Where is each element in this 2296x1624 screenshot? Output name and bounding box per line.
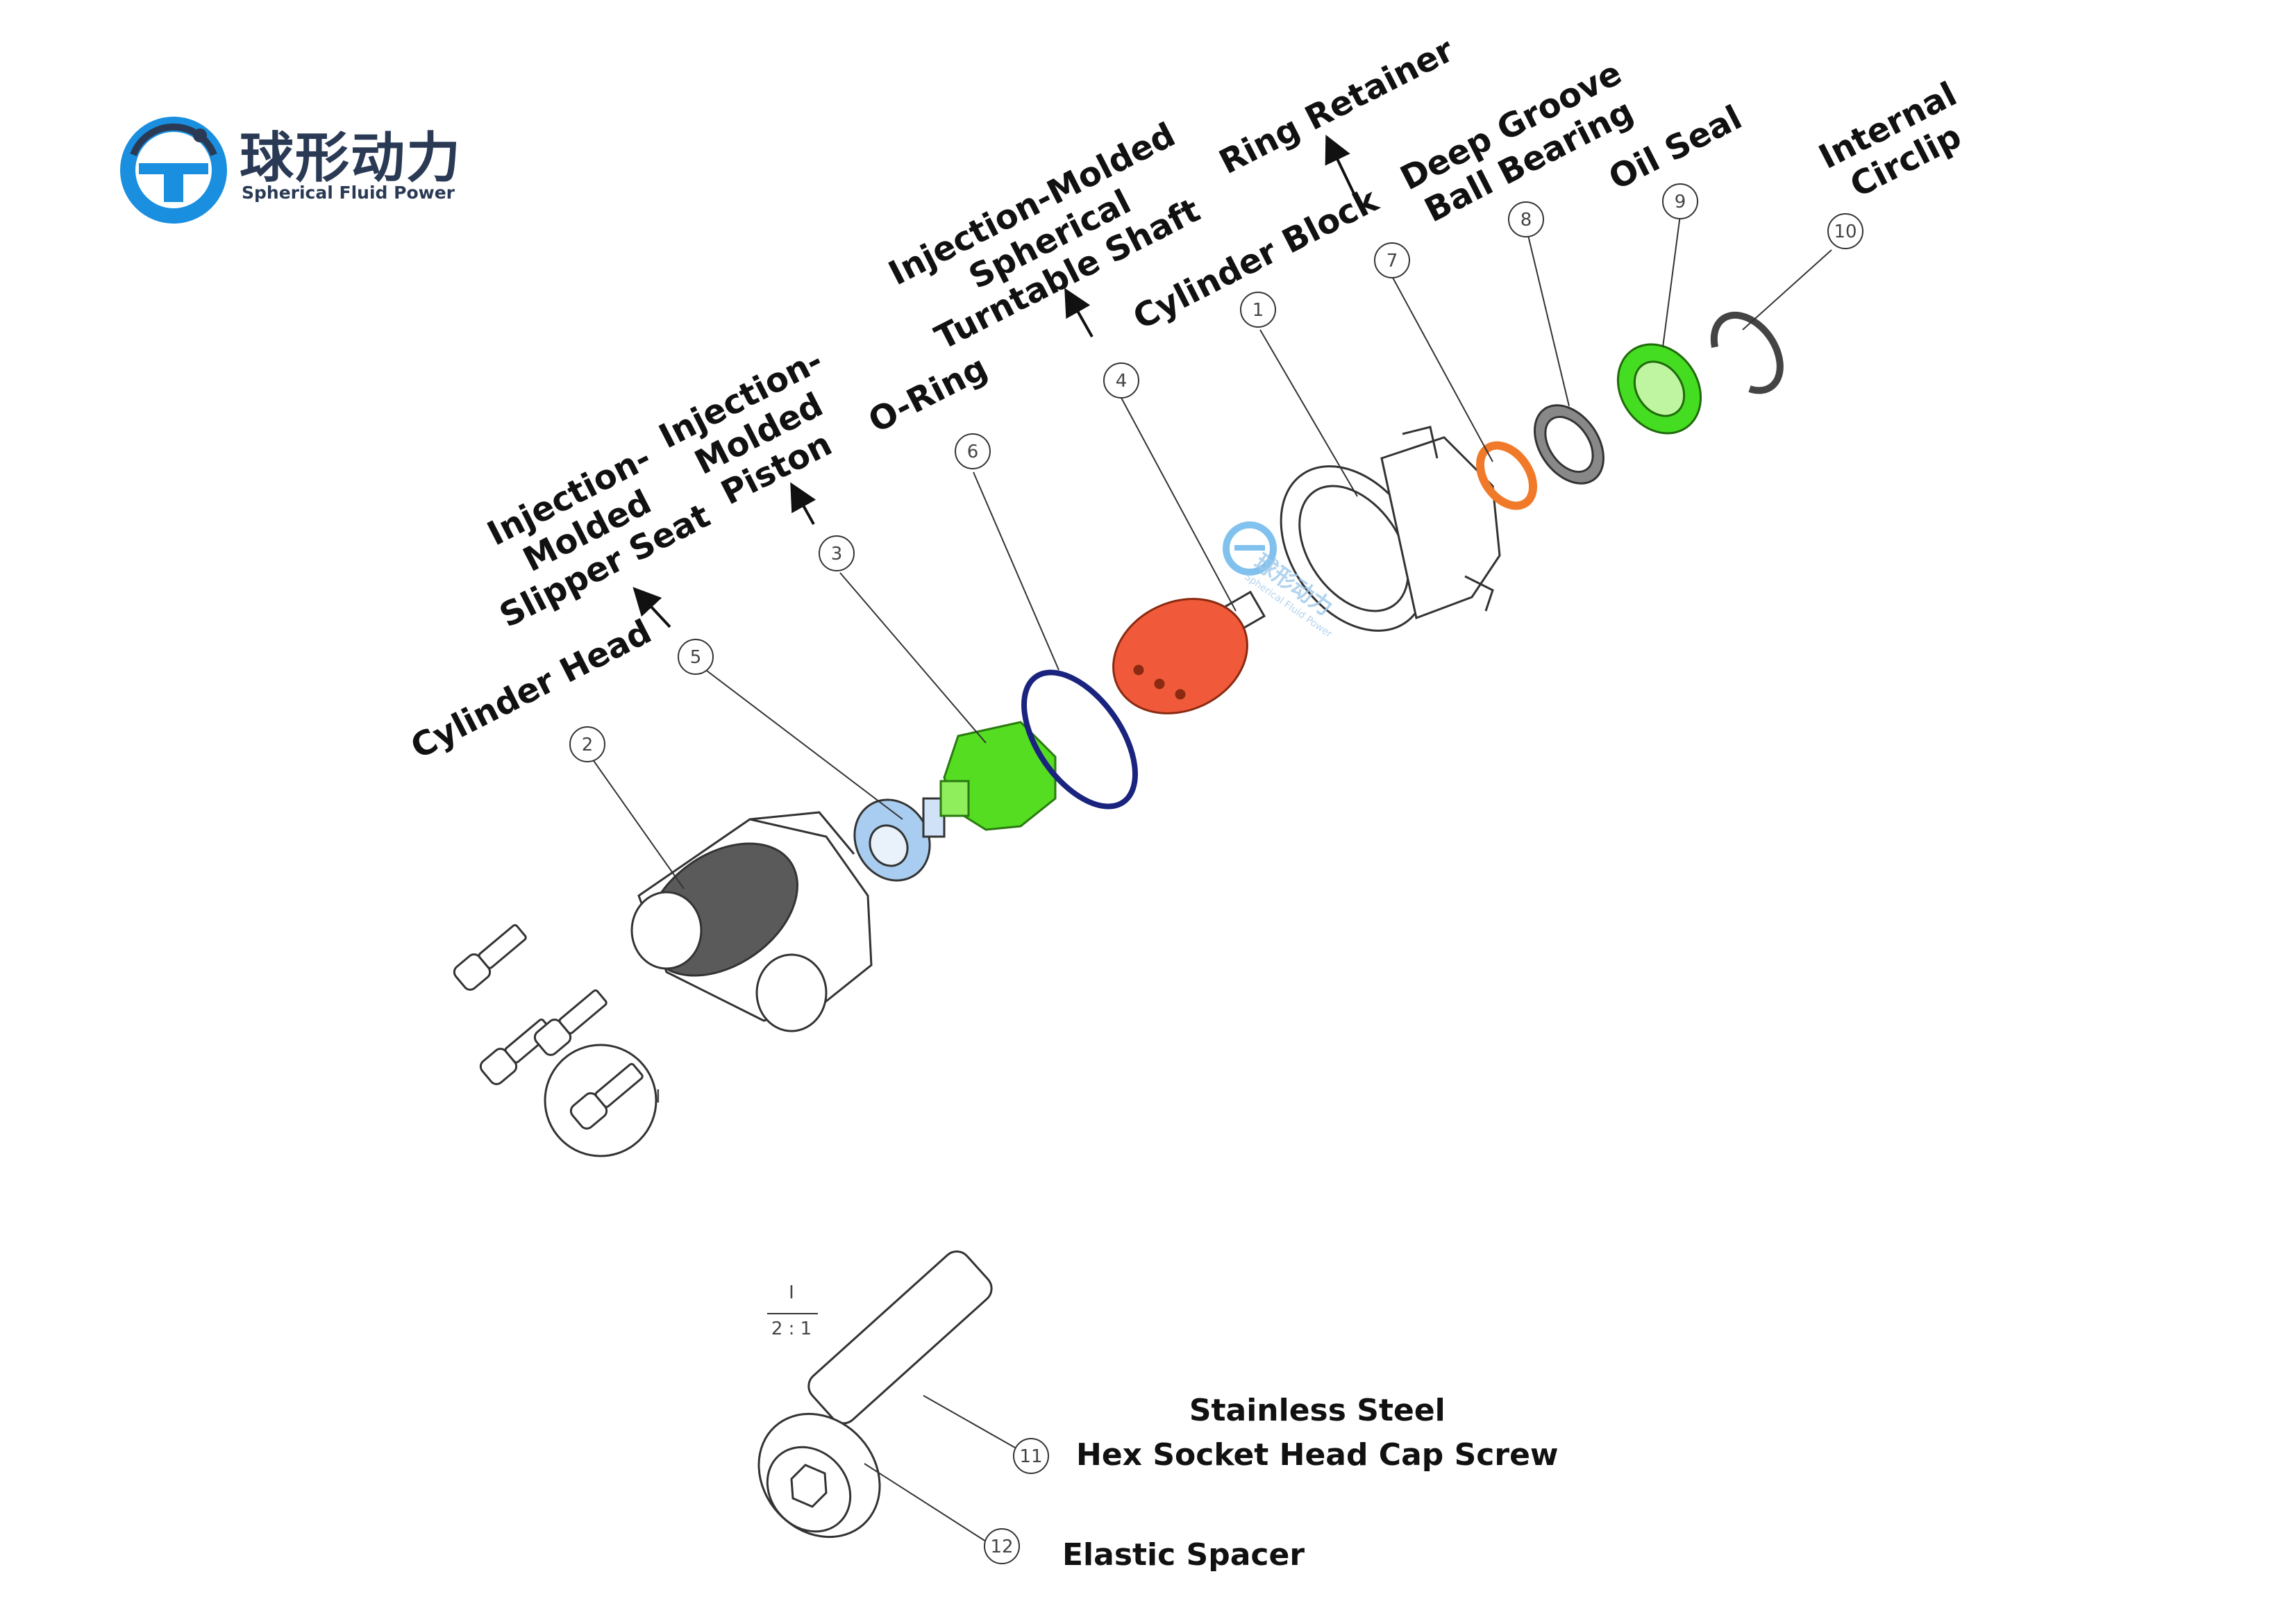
- label-line: Stainless Steel: [1189, 1393, 1446, 1428]
- balloon-10: [1827, 213, 1863, 249]
- balloon-7: [1374, 242, 1410, 278]
- cap-screw: [569, 1063, 644, 1130]
- balloon-number: 6: [967, 442, 979, 462]
- cylinder-head-part: [630, 811, 873, 1032]
- brand-icon: [120, 117, 227, 224]
- balloon-2: [569, 726, 605, 762]
- ball-bearing-part: [1534, 404, 1604, 485]
- balloon-5: [678, 639, 714, 675]
- detail-balloons: [984, 1438, 1049, 1564]
- balloon-number: 9: [1675, 192, 1686, 212]
- brand-name-en: Spherical Fluid Power: [242, 183, 455, 203]
- balloon-number: 10: [1834, 221, 1857, 242]
- balloon-number: 11: [1019, 1446, 1042, 1467]
- balloon-number: 4: [1116, 371, 1128, 392]
- balloon-12: [984, 1528, 1020, 1564]
- balloon-number: 8: [1520, 210, 1532, 231]
- detail-numbers: 11 12 I 2 : 1: [771, 1282, 1043, 1557]
- label-arrows: [632, 134, 1366, 628]
- balloons: [569, 183, 1863, 762]
- detail-ref: I: [655, 1087, 661, 1107]
- detail-circle: [544, 1044, 657, 1157]
- label-line: Hex Socket Head Cap Screw: [1076, 1437, 1559, 1473]
- balloon-number: 5: [690, 647, 702, 668]
- balloon-number: 12: [990, 1537, 1013, 1557]
- watermark-logo: [1223, 521, 1277, 576]
- cap-screw: [453, 924, 527, 991]
- label-spacer: Elastic Spacer: [1062, 1537, 1305, 1573]
- balloon-4: [1103, 362, 1139, 399]
- circlip-part: [1710, 311, 1784, 394]
- detail-cap-screw: [757, 1250, 993, 1539]
- detail-scale-bottom: 2 : 1: [771, 1319, 812, 1339]
- detail-leaders: [767, 1313, 1016, 1542]
- cylinder-block-part: [1280, 426, 1501, 632]
- balloon-number: 7: [1386, 251, 1398, 271]
- leader-lines: [590, 215, 1832, 889]
- piston-part: [939, 721, 1057, 831]
- cap-screw: [533, 989, 607, 1056]
- slipper-seat-part: [853, 797, 946, 882]
- o-ring-part: [1021, 669, 1138, 810]
- detail-scale-top: I: [789, 1282, 794, 1303]
- balloon-6: [955, 433, 991, 469]
- balloon-numbers: 2 5 3 6 4 1 7 8 9 10: [582, 192, 1857, 755]
- balloon-3: [819, 535, 855, 571]
- cap-screws: [453, 924, 657, 1157]
- balloon-1: [1240, 292, 1276, 328]
- brand-logo: 球形动力 Spherical Fluid Power: [118, 115, 460, 226]
- ring-retainer-part: [1475, 441, 1538, 510]
- balloon-number: 1: [1252, 300, 1264, 321]
- balloon-8: [1508, 201, 1544, 237]
- balloon-number: 2: [582, 735, 594, 755]
- label-screw: Stainless Steel Hex Socket Head Cap Scre…: [1076, 1389, 1559, 1477]
- brand-name-cn: 球形动力: [240, 127, 462, 190]
- turntable-shaft-part: [1112, 590, 1266, 714]
- balloon-9: [1662, 183, 1698, 219]
- balloon-number: 3: [831, 544, 843, 564]
- oil-seal-part: [1616, 343, 1702, 435]
- balloon-11: [1013, 1438, 1049, 1474]
